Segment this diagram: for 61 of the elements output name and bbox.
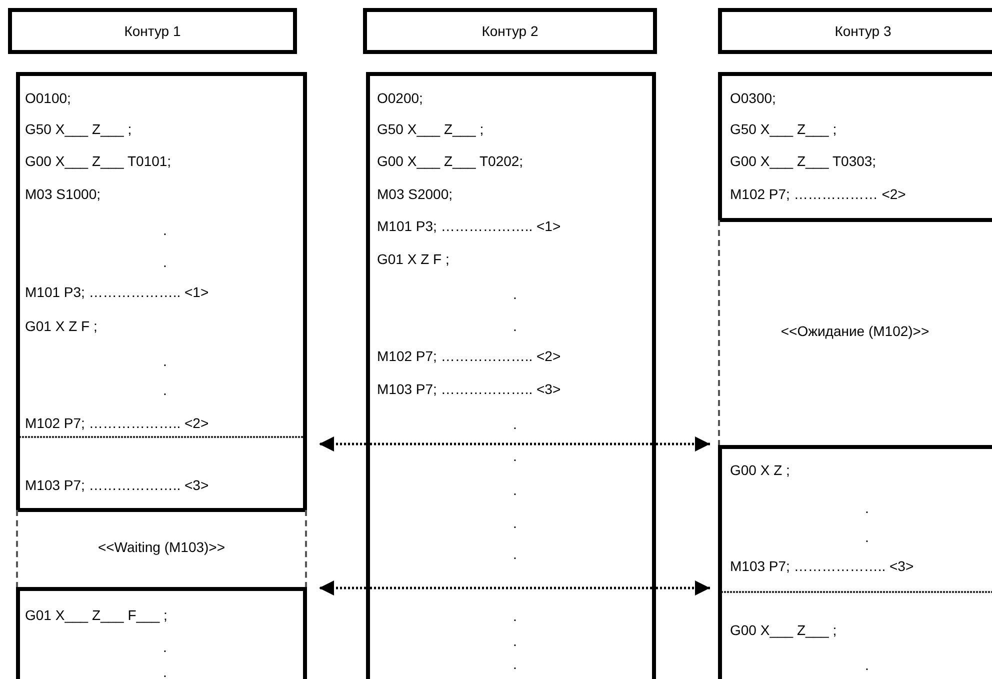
code-line: M101 P3; ……………….. <1> xyxy=(25,284,209,300)
waiting-block xyxy=(16,510,307,588)
header-label: Контур 3 xyxy=(834,23,892,39)
ellipsis-dot: . xyxy=(513,318,517,334)
double-arrow xyxy=(656,436,710,452)
ellipsis-dot: . xyxy=(163,639,167,655)
code-line: G50 X___ Z___ ; xyxy=(730,121,837,137)
code-block xyxy=(16,72,307,512)
code-line: G50 X___ Z___ ; xyxy=(377,121,484,137)
ellipsis-dot: . xyxy=(865,529,869,545)
code-line: G00 X___ Z___ ; xyxy=(730,622,837,638)
header-label: Контур 1 xyxy=(123,23,182,39)
code-block xyxy=(718,445,992,679)
ellipsis-dot: . xyxy=(513,448,517,464)
code-line: G01 X___ Z___ F___ ; xyxy=(25,607,168,623)
code-line: M03 S2000; xyxy=(377,186,452,202)
ellipsis-dot: . xyxy=(513,608,517,624)
code-line: M101 P3; ……………….. <1> xyxy=(377,218,561,234)
double-arrow xyxy=(319,436,366,452)
ellipsis-dot: . xyxy=(513,286,517,302)
code-line: M102 P7; ……………… <2> xyxy=(730,186,906,202)
ellipsis-dot: . xyxy=(513,482,517,498)
waiting-label: <<Ожидание (M102)>> xyxy=(780,323,930,339)
double-arrow xyxy=(319,580,366,596)
ellipsis-dot: . xyxy=(163,382,167,398)
double-arrow xyxy=(656,580,710,596)
ellipsis-dot: . xyxy=(163,664,167,679)
code-line: G00 X___ Z___ T0303; xyxy=(730,153,876,169)
code-line: M102 P7; ……………….. <2> xyxy=(25,415,209,431)
ellipsis-dot: . xyxy=(163,254,167,270)
header-box xyxy=(8,8,297,54)
header-label: Контур 2 xyxy=(480,23,540,39)
ellipsis-dot: . xyxy=(163,353,167,369)
code-line: O0300; xyxy=(730,90,776,106)
code-line: G01 X Z F ; xyxy=(25,318,98,334)
code-line: G00 X___ Z___ T0101; xyxy=(25,153,172,169)
header-box xyxy=(363,8,657,54)
code-line: O0100; xyxy=(25,90,71,106)
code-line: M103 P7; ……………….. <3> xyxy=(730,558,914,574)
ellipsis-dot: . xyxy=(865,657,869,673)
ellipsis-dot: . xyxy=(513,515,517,531)
code-line: G00 X Z ; xyxy=(730,462,790,478)
code-line: M03 S1000; xyxy=(25,186,100,202)
code-line: M103 P7; ……………….. <3> xyxy=(377,381,561,397)
header-box xyxy=(718,8,992,54)
ellipsis-dot: . xyxy=(513,546,517,562)
waiting-label: <<Waiting (M103)>> xyxy=(96,539,226,555)
ellipsis-dot: . xyxy=(865,500,869,516)
code-line: O0200; xyxy=(377,90,423,106)
code-block xyxy=(16,587,307,679)
code-line: M103 P7; ……………….. <3> xyxy=(25,477,209,493)
code-line: G00 X___ Z___ T0202; xyxy=(377,153,524,169)
ellipsis-dot: . xyxy=(513,633,517,649)
code-line: M102 P7; ……………….. <2> xyxy=(377,348,561,364)
ellipsis-dot: . xyxy=(513,656,517,672)
code-block xyxy=(718,72,992,222)
code-line: G50 X___ Z___ ; xyxy=(25,121,132,137)
code-line: G01 X Z F ; xyxy=(377,251,450,267)
ellipsis-dot: . xyxy=(513,416,517,432)
ellipsis-dot: . xyxy=(163,222,167,238)
code-block xyxy=(366,72,656,679)
